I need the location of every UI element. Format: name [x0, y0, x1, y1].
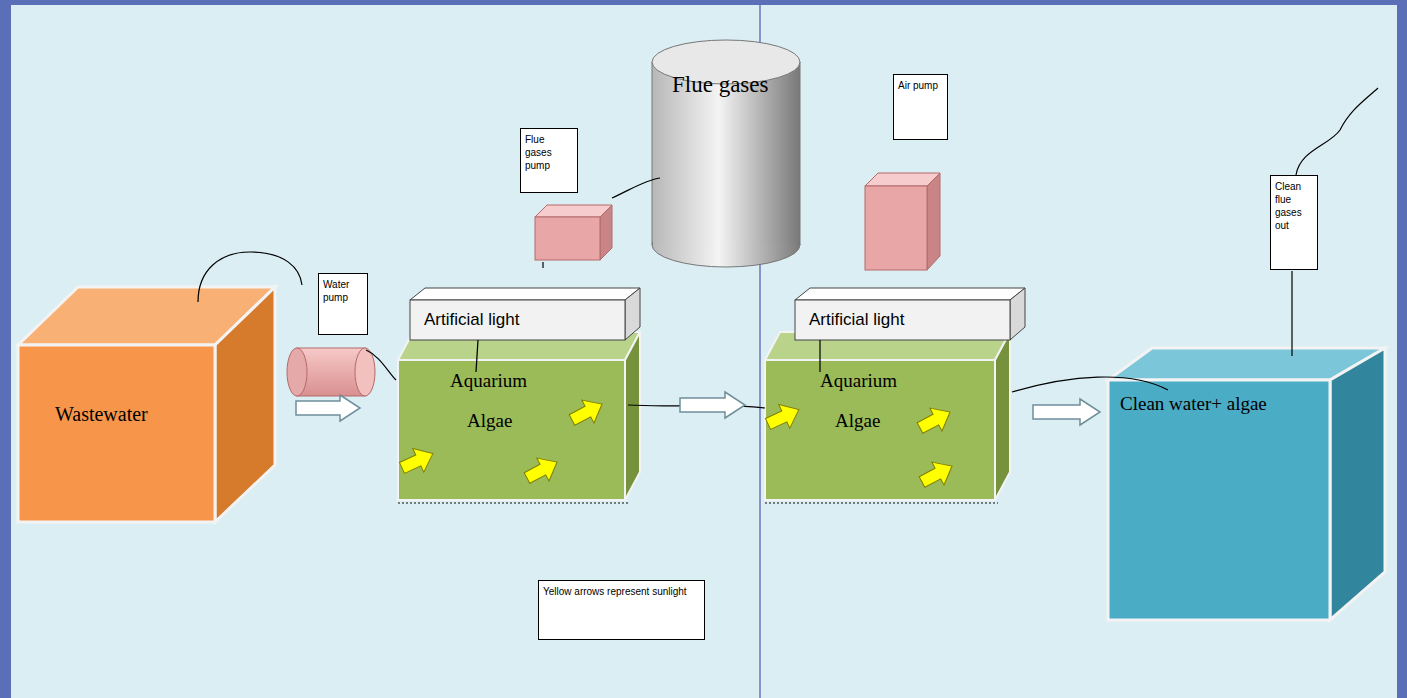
- aquarium-tank: [398, 332, 640, 503]
- node-text: Aquarium: [450, 370, 527, 392]
- node-text: Flue gases: [672, 72, 768, 98]
- wire: [198, 252, 302, 302]
- light-bar-box: Artificial light: [410, 300, 625, 340]
- tank-box: Clean water+ algae: [1108, 380, 1330, 620]
- light-bar: [795, 288, 1025, 340]
- water-pump: [287, 348, 375, 396]
- wire: [612, 178, 660, 198]
- clean-water-cube: [1108, 348, 1385, 620]
- aquarium-tank: [765, 360, 995, 500]
- aquarium-tank: [995, 332, 1010, 500]
- wire: [198, 88, 1378, 408]
- sunlight-arrow: [566, 393, 608, 432]
- tank-box: Wastewater: [18, 345, 215, 522]
- light-bar-box: Artificial light: [795, 300, 1010, 340]
- wire: [476, 340, 478, 372]
- flow-arrow: [296, 395, 360, 421]
- node-text: Clean flue gases out: [1275, 180, 1313, 232]
- wastewater-cube: [18, 345, 215, 522]
- flue-gas-tank: [652, 40, 800, 267]
- pump-block: [535, 205, 612, 260]
- flow-arrow: [1033, 399, 1100, 425]
- node-text: Artificial light: [809, 310, 904, 330]
- node-text: Yellow arrows represent sunlight: [543, 585, 700, 598]
- label-box: Flue gases pump: [520, 128, 578, 193]
- note-box: Yellow arrows represent sunlight: [538, 580, 705, 640]
- wire: [1291, 271, 1292, 356]
- flue-gas-tank: [800, 62, 801, 245]
- sunlight-arrow: [397, 393, 959, 494]
- pump-block: [535, 217, 600, 260]
- wire: [819, 340, 820, 372]
- aquarium-box: AquariumAlgae: [765, 360, 995, 500]
- flue-gas-tank: [652, 62, 800, 245]
- wastewater-cube: [215, 287, 275, 522]
- aquarium-tank: [765, 332, 1010, 503]
- aquarium-box: AquariumAlgae: [398, 360, 625, 500]
- node-text: Water pump: [323, 278, 363, 304]
- sunlight-arrow: [763, 398, 805, 436]
- aquarium-tank: [625, 332, 640, 500]
- sunlight-arrow: [521, 451, 563, 490]
- node-text: Wastewater: [55, 403, 148, 426]
- label-box: Air pump: [893, 74, 948, 140]
- pump-block: [535, 205, 612, 217]
- light-bar: [410, 288, 640, 340]
- light-bar: [795, 300, 1010, 340]
- pump-block: [927, 173, 940, 270]
- clean-water-cube: [1108, 380, 1330, 620]
- node-text: Algae: [835, 410, 880, 432]
- clean-water-cube: [1330, 348, 1385, 620]
- aquarium-tank: [398, 502, 628, 504]
- label-box: Water pump: [318, 273, 368, 335]
- light-bar: [795, 288, 1025, 300]
- wastewater-cube: [18, 287, 275, 522]
- light-bar: [1010, 288, 1025, 340]
- aquarium-tank: [765, 502, 998, 504]
- cylinder-tank: Flue gases: [652, 40, 800, 265]
- light-bar: [625, 288, 640, 340]
- flue-gas-tank: [653, 62, 799, 245]
- node-text: Clean water+ algae: [1120, 392, 1270, 416]
- wire: [1296, 88, 1378, 175]
- wire: [366, 350, 396, 380]
- node-text: Air pump: [898, 79, 943, 92]
- sunlight-arrow: [397, 442, 439, 480]
- water-pump: [287, 348, 307, 396]
- label-box: Clean flue gases out: [1270, 175, 1318, 270]
- node-text: Aquarium: [820, 370, 897, 392]
- sunlight-arrow: [916, 455, 958, 494]
- water-pump: [355, 348, 375, 396]
- flow-arrow: [680, 392, 745, 418]
- pump-block: [865, 186, 927, 270]
- sunlight-arrow: [914, 401, 956, 440]
- pump-block: [600, 205, 612, 260]
- node-text: Algae: [467, 410, 512, 432]
- pump-block: [865, 173, 940, 270]
- light-bar: [410, 300, 625, 340]
- wire: [1012, 377, 1168, 392]
- light-bar: [410, 288, 640, 300]
- node-text: Artificial light: [424, 310, 519, 330]
- node-text: Flue gases pump: [525, 133, 573, 172]
- wire: [542, 262, 543, 268]
- aquarium-tank: [398, 360, 625, 500]
- flue-gas-tank: [652, 62, 653, 245]
